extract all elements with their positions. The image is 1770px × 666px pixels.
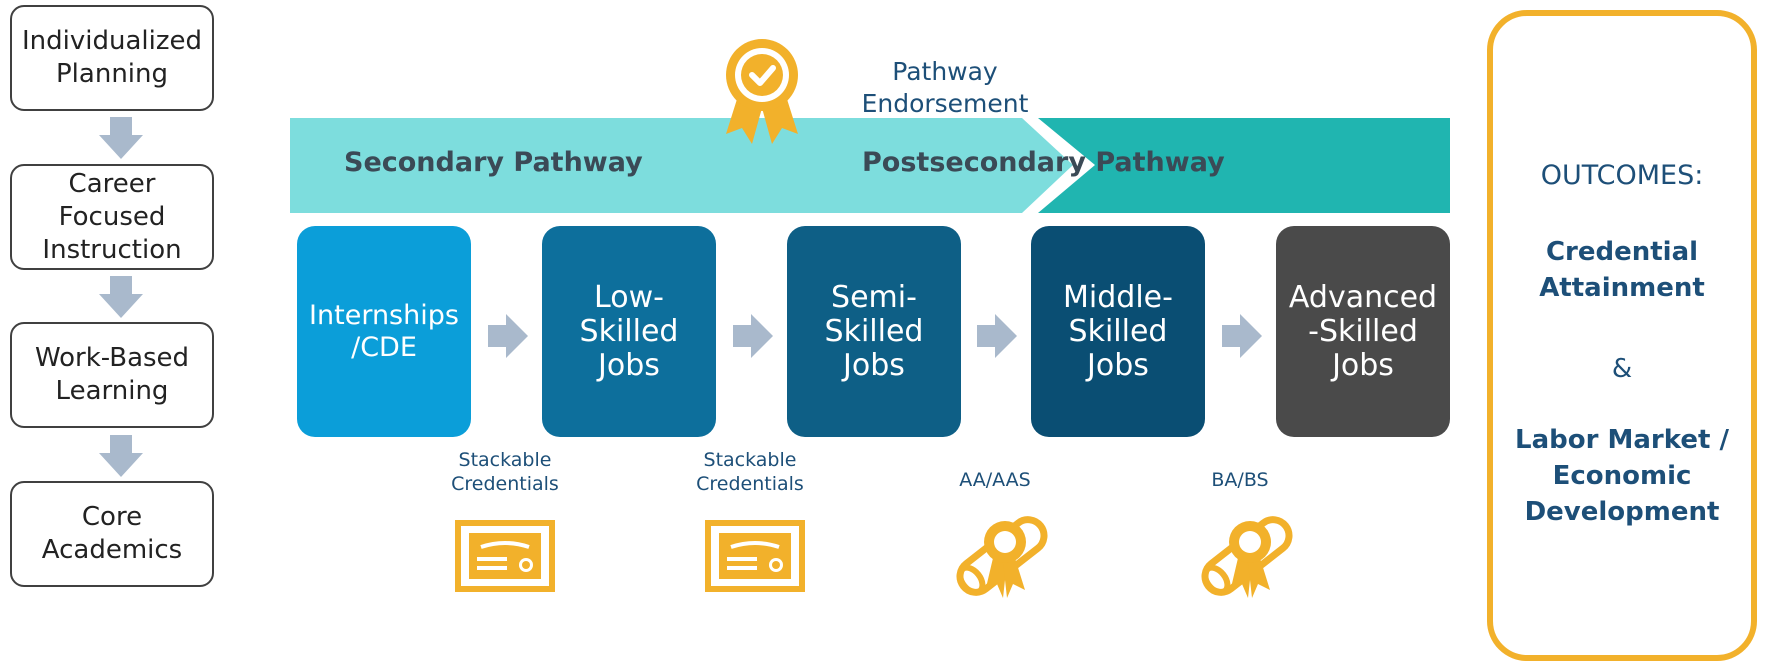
outcome-labor-market: Labor Market / Economic Development xyxy=(1515,425,1729,527)
job-box-low-skilled: Low- Skilled Jobs xyxy=(542,226,716,437)
outcomes-box: OUTCOMES: Credential Attainment & Labor … xyxy=(1487,10,1757,661)
job-box-internships: Internships /CDE xyxy=(297,226,471,437)
right-arrow-icon xyxy=(488,314,528,358)
down-arrow-icon xyxy=(99,435,143,477)
stage-individualized-planning: Individualized Planning xyxy=(10,5,214,111)
job-box-middle-skilled: Middle- Skilled Jobs xyxy=(1031,226,1205,437)
credential-label: BA/BS xyxy=(1211,469,1269,491)
secondary-pathway-label: Secondary Pathway xyxy=(344,147,643,178)
certificate-icon xyxy=(455,520,555,592)
credential-label: AA/AAS xyxy=(959,469,1031,491)
postsecondary-pathway-label: Postsecondary Pathway xyxy=(862,147,1225,178)
job-box-advanced-skilled: Advanced -Skilled Jobs xyxy=(1276,226,1450,437)
credential-label: Stackable Credentials xyxy=(451,449,559,495)
right-arrow-icon xyxy=(1222,314,1262,358)
secondary-pathway-arrow xyxy=(290,118,1073,213)
award-badge-icon xyxy=(726,39,798,144)
pathway-arrows xyxy=(290,118,1450,213)
diploma-icon xyxy=(956,516,1048,598)
diploma-icon xyxy=(1201,516,1293,598)
certificate-icon xyxy=(705,520,805,592)
credential-label: Stackable Credentials xyxy=(696,449,804,495)
outcome-credential-attainment: Credential Attainment xyxy=(1539,237,1705,303)
down-arrow-icon xyxy=(99,117,143,159)
job-box-semi-skilled: Semi- Skilled Jobs xyxy=(787,226,961,437)
down-arrow-icon xyxy=(99,276,143,318)
outcomes-title: OUTCOMES: xyxy=(1540,160,1704,191)
postsecondary-pathway-arrow xyxy=(1038,118,1450,213)
right-arrow-icon xyxy=(733,314,773,358)
badge-label: Pathway Endorsement xyxy=(861,57,1029,118)
stage-work-based-learning: Work-Based Learning xyxy=(10,322,214,428)
stage-core-academics: Core Academics xyxy=(10,481,214,587)
outcomes-ampersand: & xyxy=(1611,354,1633,384)
stage-career-focused-instruction: Career Focused Instruction xyxy=(10,164,214,270)
right-arrow-icon xyxy=(977,314,1017,358)
